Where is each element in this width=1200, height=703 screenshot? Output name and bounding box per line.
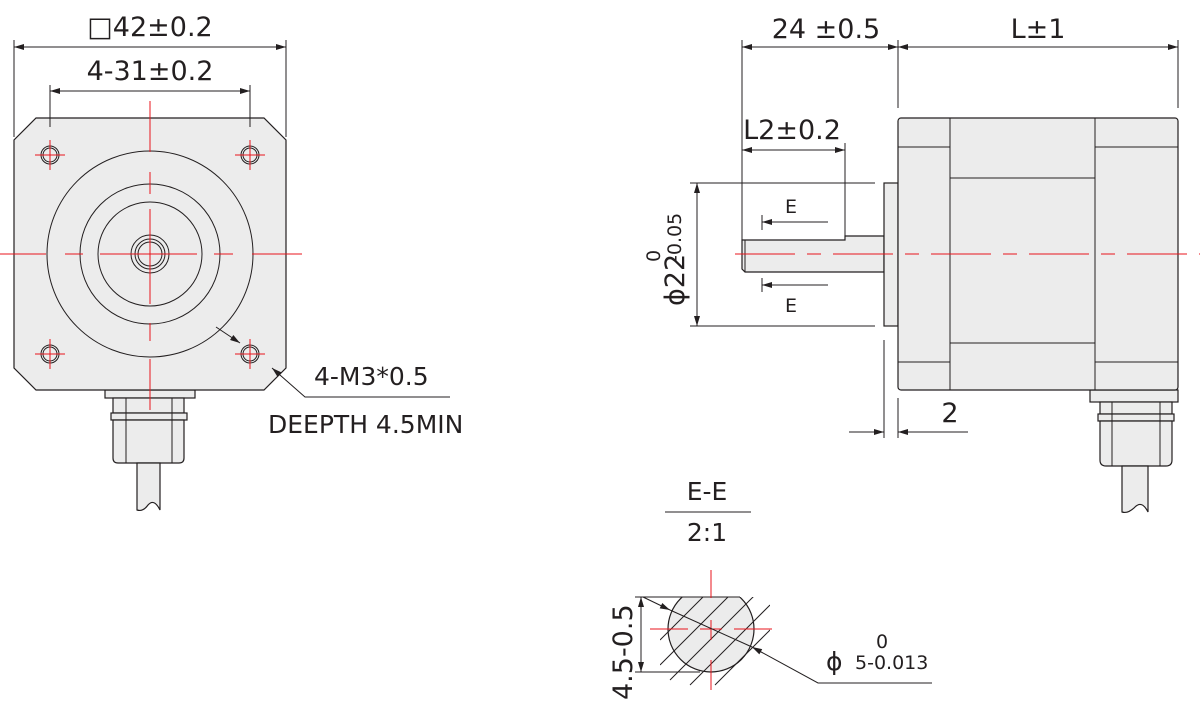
dim-square-label: □42±0.2 [87,12,212,43]
dim-dia-symbol: ϕ [826,647,843,676]
front-view: □42±0.2 4-31±0.2 4-M3*0.5 DEEPTH 4.5MIN [0,12,463,512]
callout-thread-label: 4-M3*0.5 [314,362,429,391]
dim-body-length-label: L±1 [1011,14,1066,45]
dim-dia-value: 5-0.013 [855,652,928,674]
dim-boss-tol-upper: 0 [643,250,665,262]
section-view: E-E 2:1 4.5-0.5 0 ϕ 5-0.013 [608,477,932,700]
dia-leader [751,646,932,684]
dim-flat-label: 4.5-0.5 [608,604,639,700]
section-mark-top: E [785,196,797,218]
section-scale: 2:1 [687,518,727,547]
shaft-cross-section [660,597,770,686]
dim-hole-spacing-label: 4-31±0.2 [87,56,214,87]
section-mark-bottom: E [785,295,797,317]
dim-boss-diameter-label: ϕ22 [660,254,691,306]
dim-boss-tol-lower: -0.05 [664,213,686,262]
side-connector [1089,389,1179,514]
dim-shaft-length-label: 24 ±0.5 [772,14,881,45]
callout-depth-label: DEEPTH 4.5MIN [268,410,463,439]
section-title: E-E [687,477,728,506]
callout-leader [271,367,450,398]
dim-boss-diameter: ϕ22 -0.05 0 [643,213,691,306]
front-centerlines [0,101,302,410]
dim-flat-length-label: L2±0.2 [743,115,841,146]
side-view: 24 ±0.5 L±1 L2±0.2 ϕ22 -0.05 0 E E 2 [643,14,1200,514]
dim-boss-height-label: 2 [941,398,958,429]
dim-dia-upper: 0 [876,631,888,653]
mounting-holes [35,140,265,369]
cable [136,462,161,512]
